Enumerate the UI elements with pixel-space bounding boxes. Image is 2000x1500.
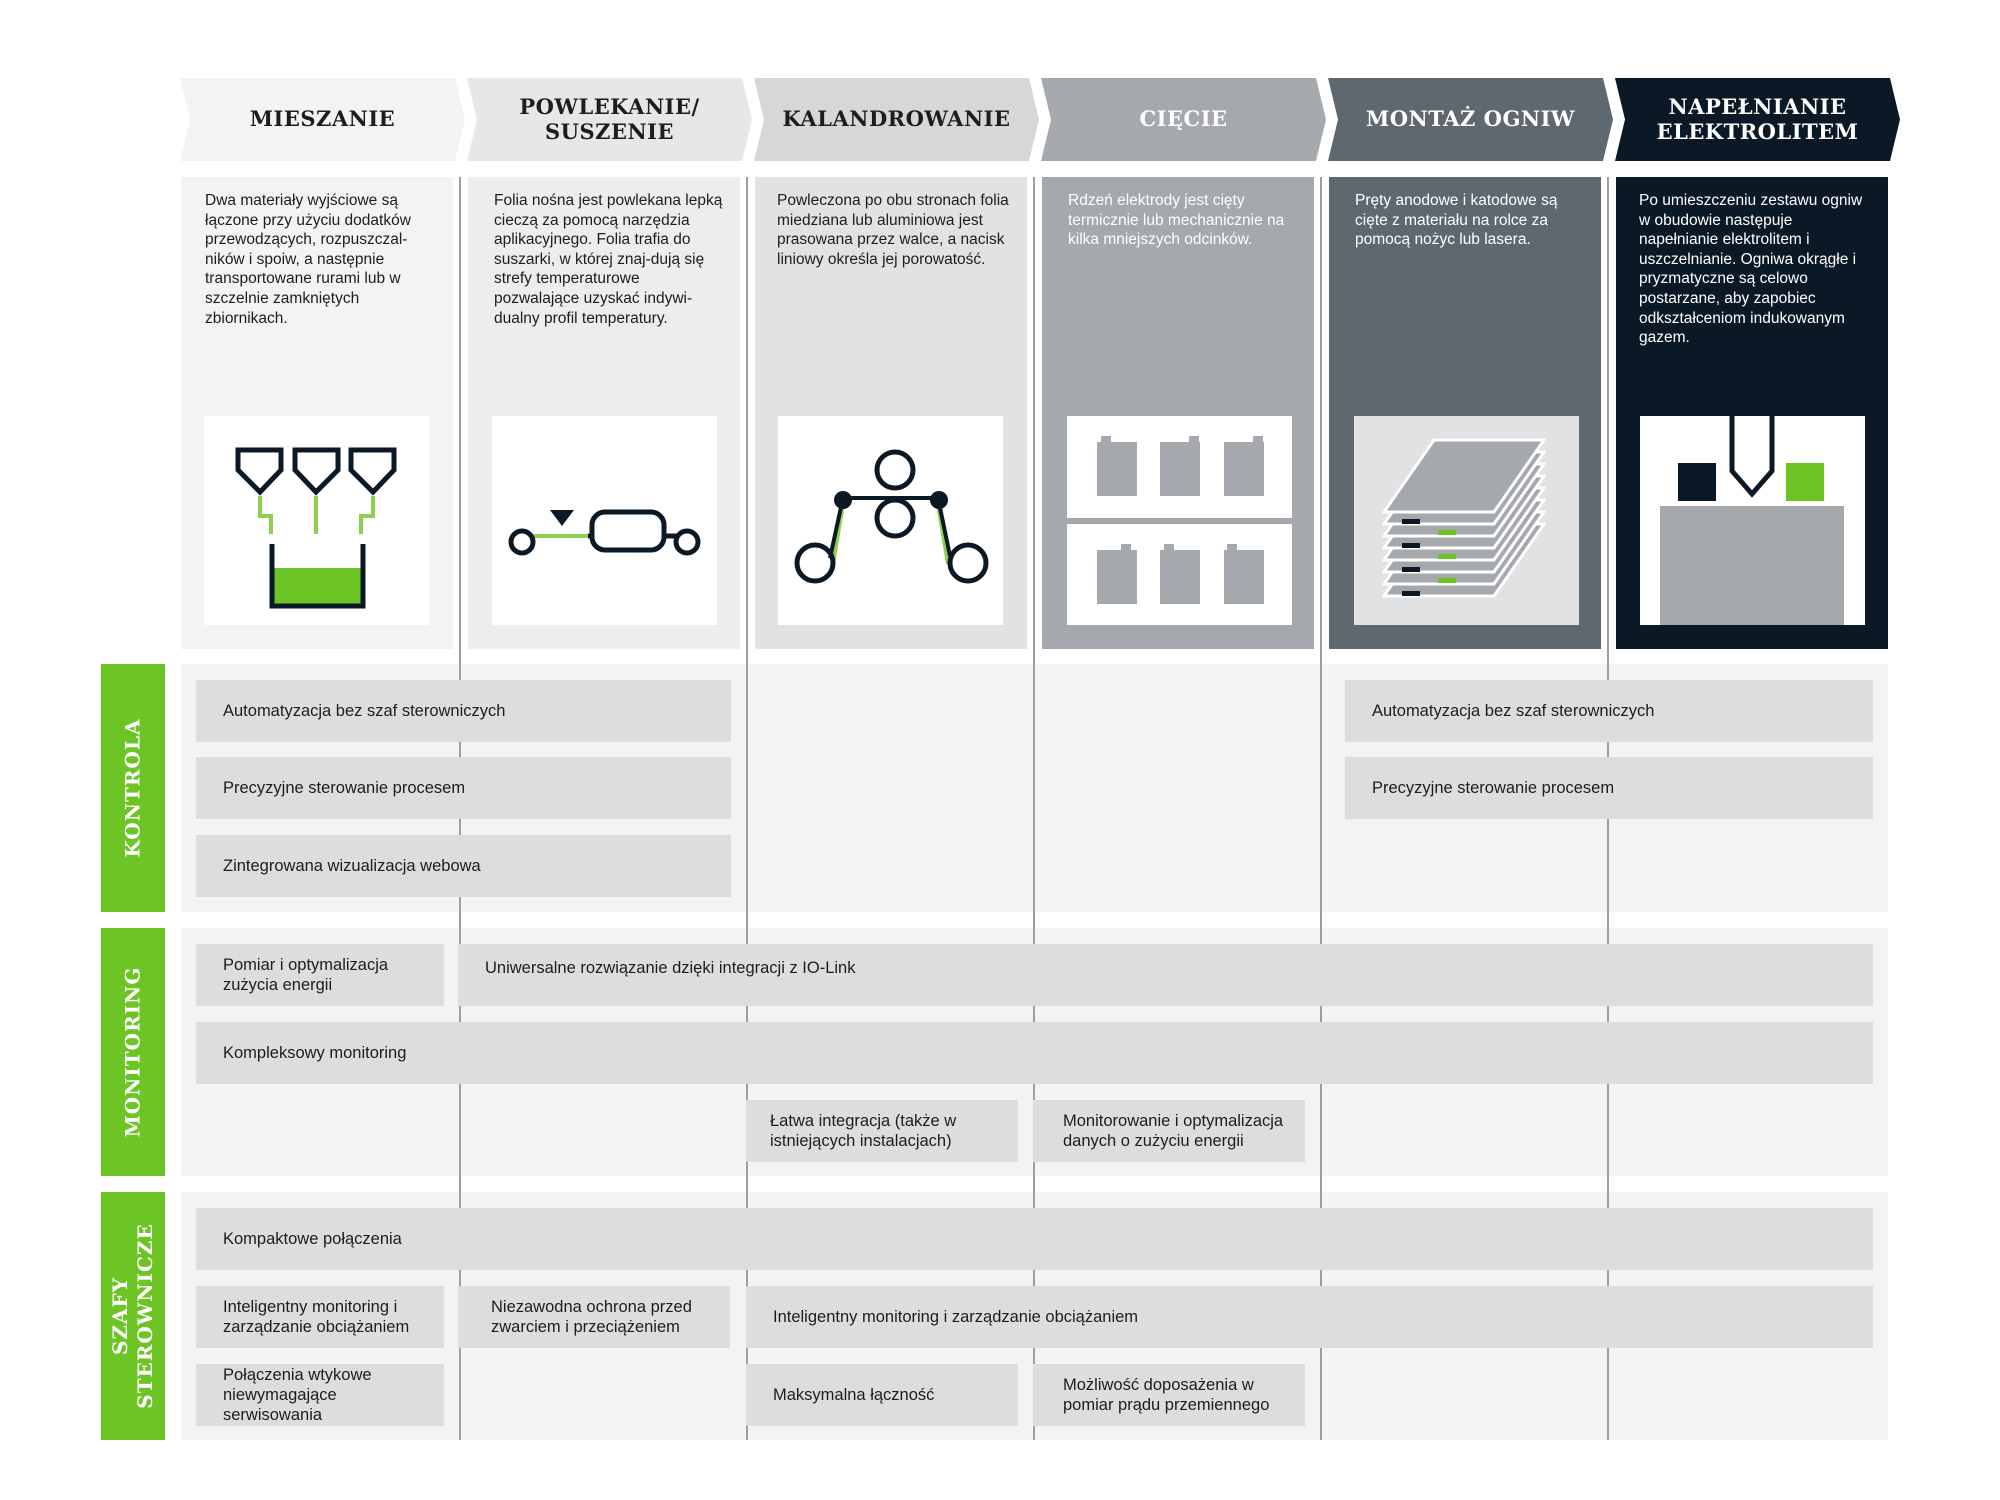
illustration-box [1354,416,1579,625]
monitoring-energy-box: Pomiar i optymalizacja zużycia energii [196,944,444,1006]
illustration-box [1640,416,1865,625]
stage-title-powlekanie: POWLEKANIE/SUSZENIE [519,93,700,144]
stage-column-6: Po umieszczeniu zestawu ogniw w obudowie… [1616,177,1888,649]
process-header [180,78,1900,161]
szafy-max-box: Maksymalna łączność [746,1364,1018,1426]
mixing-hoppers-icon [235,447,397,609]
monitoring-easy-box: Łatwa integracja (także w istniejących i… [746,1100,1018,1162]
szafy-smart-box-wide: Inteligentny monitoring i zarządzanie ob… [746,1286,1873,1348]
monitoring-complex-box: Kompleksowy monitoring [196,1022,1873,1084]
stage-description: Dwa materiały wyjściowe są łączone przy … [205,192,411,327]
stage-column-2: Folia nośna jest powlekana lepką cieczą … [468,177,740,649]
stage-column-1: Dwa materiały wyjściowe są łączone przy … [181,177,453,649]
cutting-electrodes-icon [1067,416,1292,625]
monitoring-iolink-box: Uniwersalne rozwiązanie dzięki integracj… [458,944,1873,1006]
monitoring-label: MONITORING [101,928,165,1176]
stage-column-3: Powleczona po obu stronach folia miedzia… [755,177,1027,649]
stage-chevron-6 [1615,78,1900,161]
stage-chevron-1 [180,78,465,161]
monitoring-energy-data-box: Monitorowanie i optymalizacja danych o z… [1033,1100,1305,1162]
kontrola-automation-box: Automatyzacja bez szaf sterowniczych [196,680,731,742]
stage-description: Powleczona po obu stronach folia miedzia… [777,192,1009,268]
coating-dryer-icon [508,509,701,556]
stage-title-montaz: MONTAŻ OGNIW [1366,106,1575,132]
illustration-box [778,416,1003,625]
stage-title-kalandrowanie: KALANDROWANIE [782,106,1011,132]
stage-description: Pręty anodowe i katodowe są cięte z mate… [1355,192,1558,249]
szafy-smart-box: Inteligentny monitoring i zarządzanie ob… [196,1286,444,1348]
szafy-ac-box: Możliwość doposażenia w pomiar prądu prz… [1033,1364,1305,1426]
szafy-plug-box: Połączenia wtykowe niewymagające serwiso… [196,1364,444,1426]
kontrola-precise-box: Precyzyjne sterowanie procesem [196,757,731,819]
illustration-box [492,416,717,625]
cell-stack-icon [1354,416,1579,625]
electrolyte-filling-icon [1660,416,1844,625]
stage-title-mieszanie: MIESZANIE [249,106,396,132]
kontrola-precise-box-right: Precyzyjne sterowanie procesem [1345,757,1873,819]
calender-rollers-icon [794,449,989,584]
stage-column-5: Pręty anodowe i katodowe są cięte z mate… [1329,177,1601,649]
column-divider [1320,177,1322,1440]
stage-chevron-3 [754,78,1039,161]
column-divider [1033,177,1035,1440]
kontrola-label: KONTROLA [101,664,165,912]
column-divider [746,177,748,1440]
szafy-compact-box: Kompaktowe połączenia [196,1208,1873,1270]
illustration-box [1067,416,1292,625]
stage-description: Folia nośna jest powlekana lepką cieczą … [494,192,723,327]
szafy-protect-box: Niezawodna ochrona przed zwarciem i prze… [458,1286,730,1348]
stage-description: Po umieszczeniu zestawu ogniw w obudowie… [1639,192,1863,347]
stage-chevron-4 [1041,78,1326,161]
kontrola-automation-box-right: Automatyzacja bez szaf sterowniczych [1345,680,1873,742]
kontrola-web-box: Zintegrowana wizualizacja webowa [196,835,731,897]
stage-title-ciecie: CIĘCIE [1139,106,1228,132]
illustration-box [204,416,429,625]
stage-chevron-5 [1328,78,1613,161]
stage-column-4: Rdzeń elektrody jest cięty termicznie lu… [1042,177,1314,649]
stage-description: Rdzeń elektrody jest cięty termicznie lu… [1068,192,1285,249]
stage-chevron-2 [467,78,752,161]
